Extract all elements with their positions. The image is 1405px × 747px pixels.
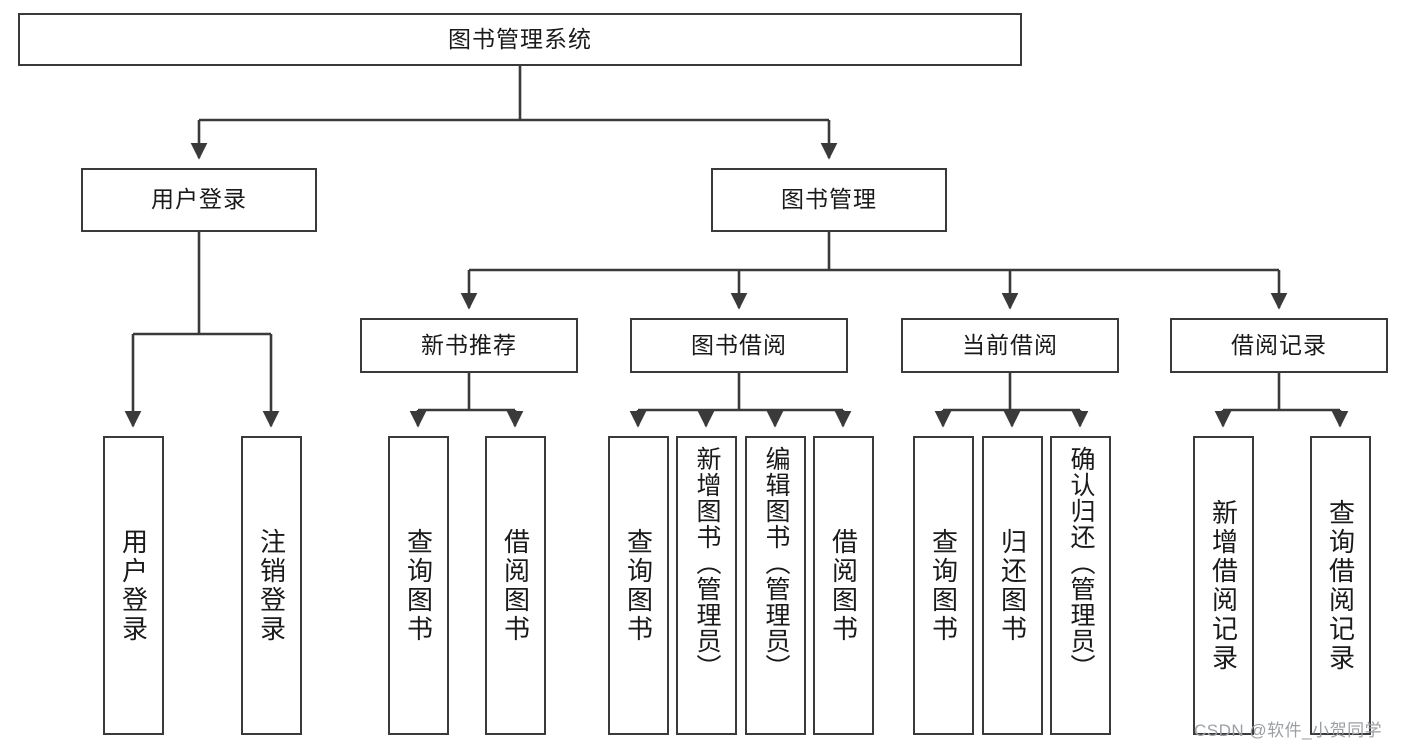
- node-label: 借阅图书: [500, 527, 531, 644]
- leaf-query-borrow-record[interactable]: 查询借阅记录: [1310, 436, 1371, 735]
- node-label: 注销登录: [256, 527, 287, 644]
- node-label: 新增借阅记录: [1208, 498, 1239, 673]
- leaf-logout[interactable]: 注销登录: [241, 436, 302, 735]
- node-label: 图书管理: [781, 186, 877, 213]
- leaf-add-borrow-record[interactable]: 新增借阅记录: [1193, 436, 1254, 735]
- leaf-return-book[interactable]: 归还图书: [982, 436, 1043, 735]
- leaf-query-book-current[interactable]: 查询图书: [913, 436, 974, 735]
- leaf-query-book-borrow[interactable]: 查询图书: [608, 436, 669, 735]
- node-book-management[interactable]: 图书管理: [711, 168, 947, 232]
- node-label: 借阅记录: [1231, 331, 1327, 358]
- node-borrow-record[interactable]: 借阅记录: [1170, 318, 1388, 373]
- node-label: 借阅图书: [828, 527, 859, 644]
- node-label: 归还图书: [997, 527, 1028, 644]
- node-label: 当前借阅: [962, 331, 1058, 358]
- node-user-login[interactable]: 用户登录: [81, 168, 317, 232]
- node-label: 用户登录: [118, 527, 149, 644]
- node-label: 新书推荐: [421, 331, 517, 358]
- leaf-borrow-book[interactable]: 借阅图书: [813, 436, 874, 735]
- node-book-borrow[interactable]: 图书借阅: [630, 318, 848, 373]
- node-label: 查询图书: [928, 527, 959, 644]
- node-new-book-recommend[interactable]: 新书推荐: [360, 318, 578, 373]
- node-label: 查询图书: [623, 527, 654, 644]
- node-label: 查询借阅记录: [1325, 498, 1356, 673]
- leaf-add-book-admin[interactable]: 新增图书（管理员）: [676, 436, 737, 735]
- leaf-query-book-recommend[interactable]: 查询图书: [388, 436, 449, 735]
- node-root-system[interactable]: 图书管理系统: [18, 13, 1022, 66]
- node-label: 图书借阅: [691, 331, 787, 358]
- node-label: 新增图书（管理员）: [693, 446, 721, 680]
- node-label: 确认归还（管理员）: [1067, 446, 1095, 680]
- node-label: 查询图书: [403, 527, 434, 644]
- node-label: 编辑图书（管理员）: [762, 446, 790, 680]
- leaf-borrow-book-recommend[interactable]: 借阅图书: [485, 436, 546, 735]
- leaf-user-login[interactable]: 用户登录: [103, 436, 164, 735]
- node-label: 用户登录: [151, 186, 247, 213]
- leaf-edit-book-admin[interactable]: 编辑图书（管理员）: [745, 436, 806, 735]
- watermark-text: CSDN @软件_小贺同学: [1194, 721, 1383, 740]
- node-current-borrow[interactable]: 当前借阅: [901, 318, 1119, 373]
- leaf-confirm-return-admin[interactable]: 确认归还（管理员）: [1050, 436, 1111, 735]
- node-label: 图书管理系统: [448, 25, 592, 52]
